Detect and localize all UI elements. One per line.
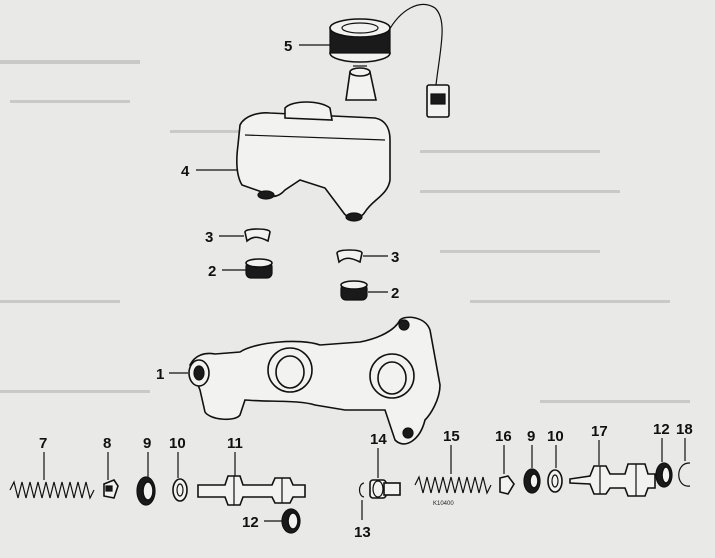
callout-9-right: 9: [527, 428, 535, 445]
circlip-13: [358, 482, 365, 498]
callout-7: 7: [39, 435, 47, 452]
cup-seal-9-right: [523, 468, 541, 494]
callout-2-left: 2: [208, 263, 216, 280]
callout-labels: 5 4 3 2 3 2 1 7 8 9 10 11 12 13 14 15 16…: [39, 38, 693, 541]
spring-15: [414, 475, 492, 495]
callout-5: 5: [284, 38, 292, 55]
reservoir-seal-left: [244, 228, 273, 279]
callout-9-left: 9: [143, 435, 151, 452]
stop-screw-14: [369, 479, 401, 499]
callout-16: 16: [495, 428, 512, 445]
callout-3-left: 3: [205, 229, 213, 246]
fluid-reservoir: [236, 101, 391, 222]
callout-14: 14: [370, 431, 387, 448]
callout-18: 18: [676, 421, 693, 438]
callout-11: 11: [227, 435, 243, 452]
leader-lines: [43, 44, 686, 522]
callout-3-right: 3: [391, 249, 399, 266]
cup-seal-9-left: [136, 476, 156, 506]
callout-1: 1: [156, 366, 164, 383]
callout-13: 13: [354, 524, 371, 541]
primary-piston-11: [197, 475, 306, 506]
seal-12-right: [655, 462, 673, 488]
washer-10-left: [172, 478, 188, 502]
callout-15: 15: [443, 428, 460, 445]
reservoir-seal-right: [336, 249, 368, 301]
callout-8: 8: [103, 435, 111, 452]
callout-12-lower: 12: [242, 514, 259, 531]
callout-2-right: 2: [391, 285, 399, 302]
seal-12-lower: [281, 508, 301, 534]
callout-10-right: 10: [547, 428, 564, 445]
callout-17: 17: [591, 423, 608, 440]
secondary-piston-17: [569, 463, 656, 497]
spring-seat-8: [103, 479, 119, 499]
spring-7: [9, 480, 95, 500]
master-cylinder-body: [188, 316, 441, 445]
spring-seat-16: [499, 475, 515, 495]
callout-12-right: 12: [653, 421, 670, 438]
background-bleed-through: [0, 60, 690, 403]
callout-4: 4: [181, 163, 190, 180]
reservoir-cap-with-sensor: [329, 3, 450, 118]
callout-10-left: 10: [169, 435, 186, 452]
part-stamp: K10400: [433, 501, 454, 507]
circlip-18: [678, 462, 691, 487]
washer-10-right: [547, 469, 563, 493]
